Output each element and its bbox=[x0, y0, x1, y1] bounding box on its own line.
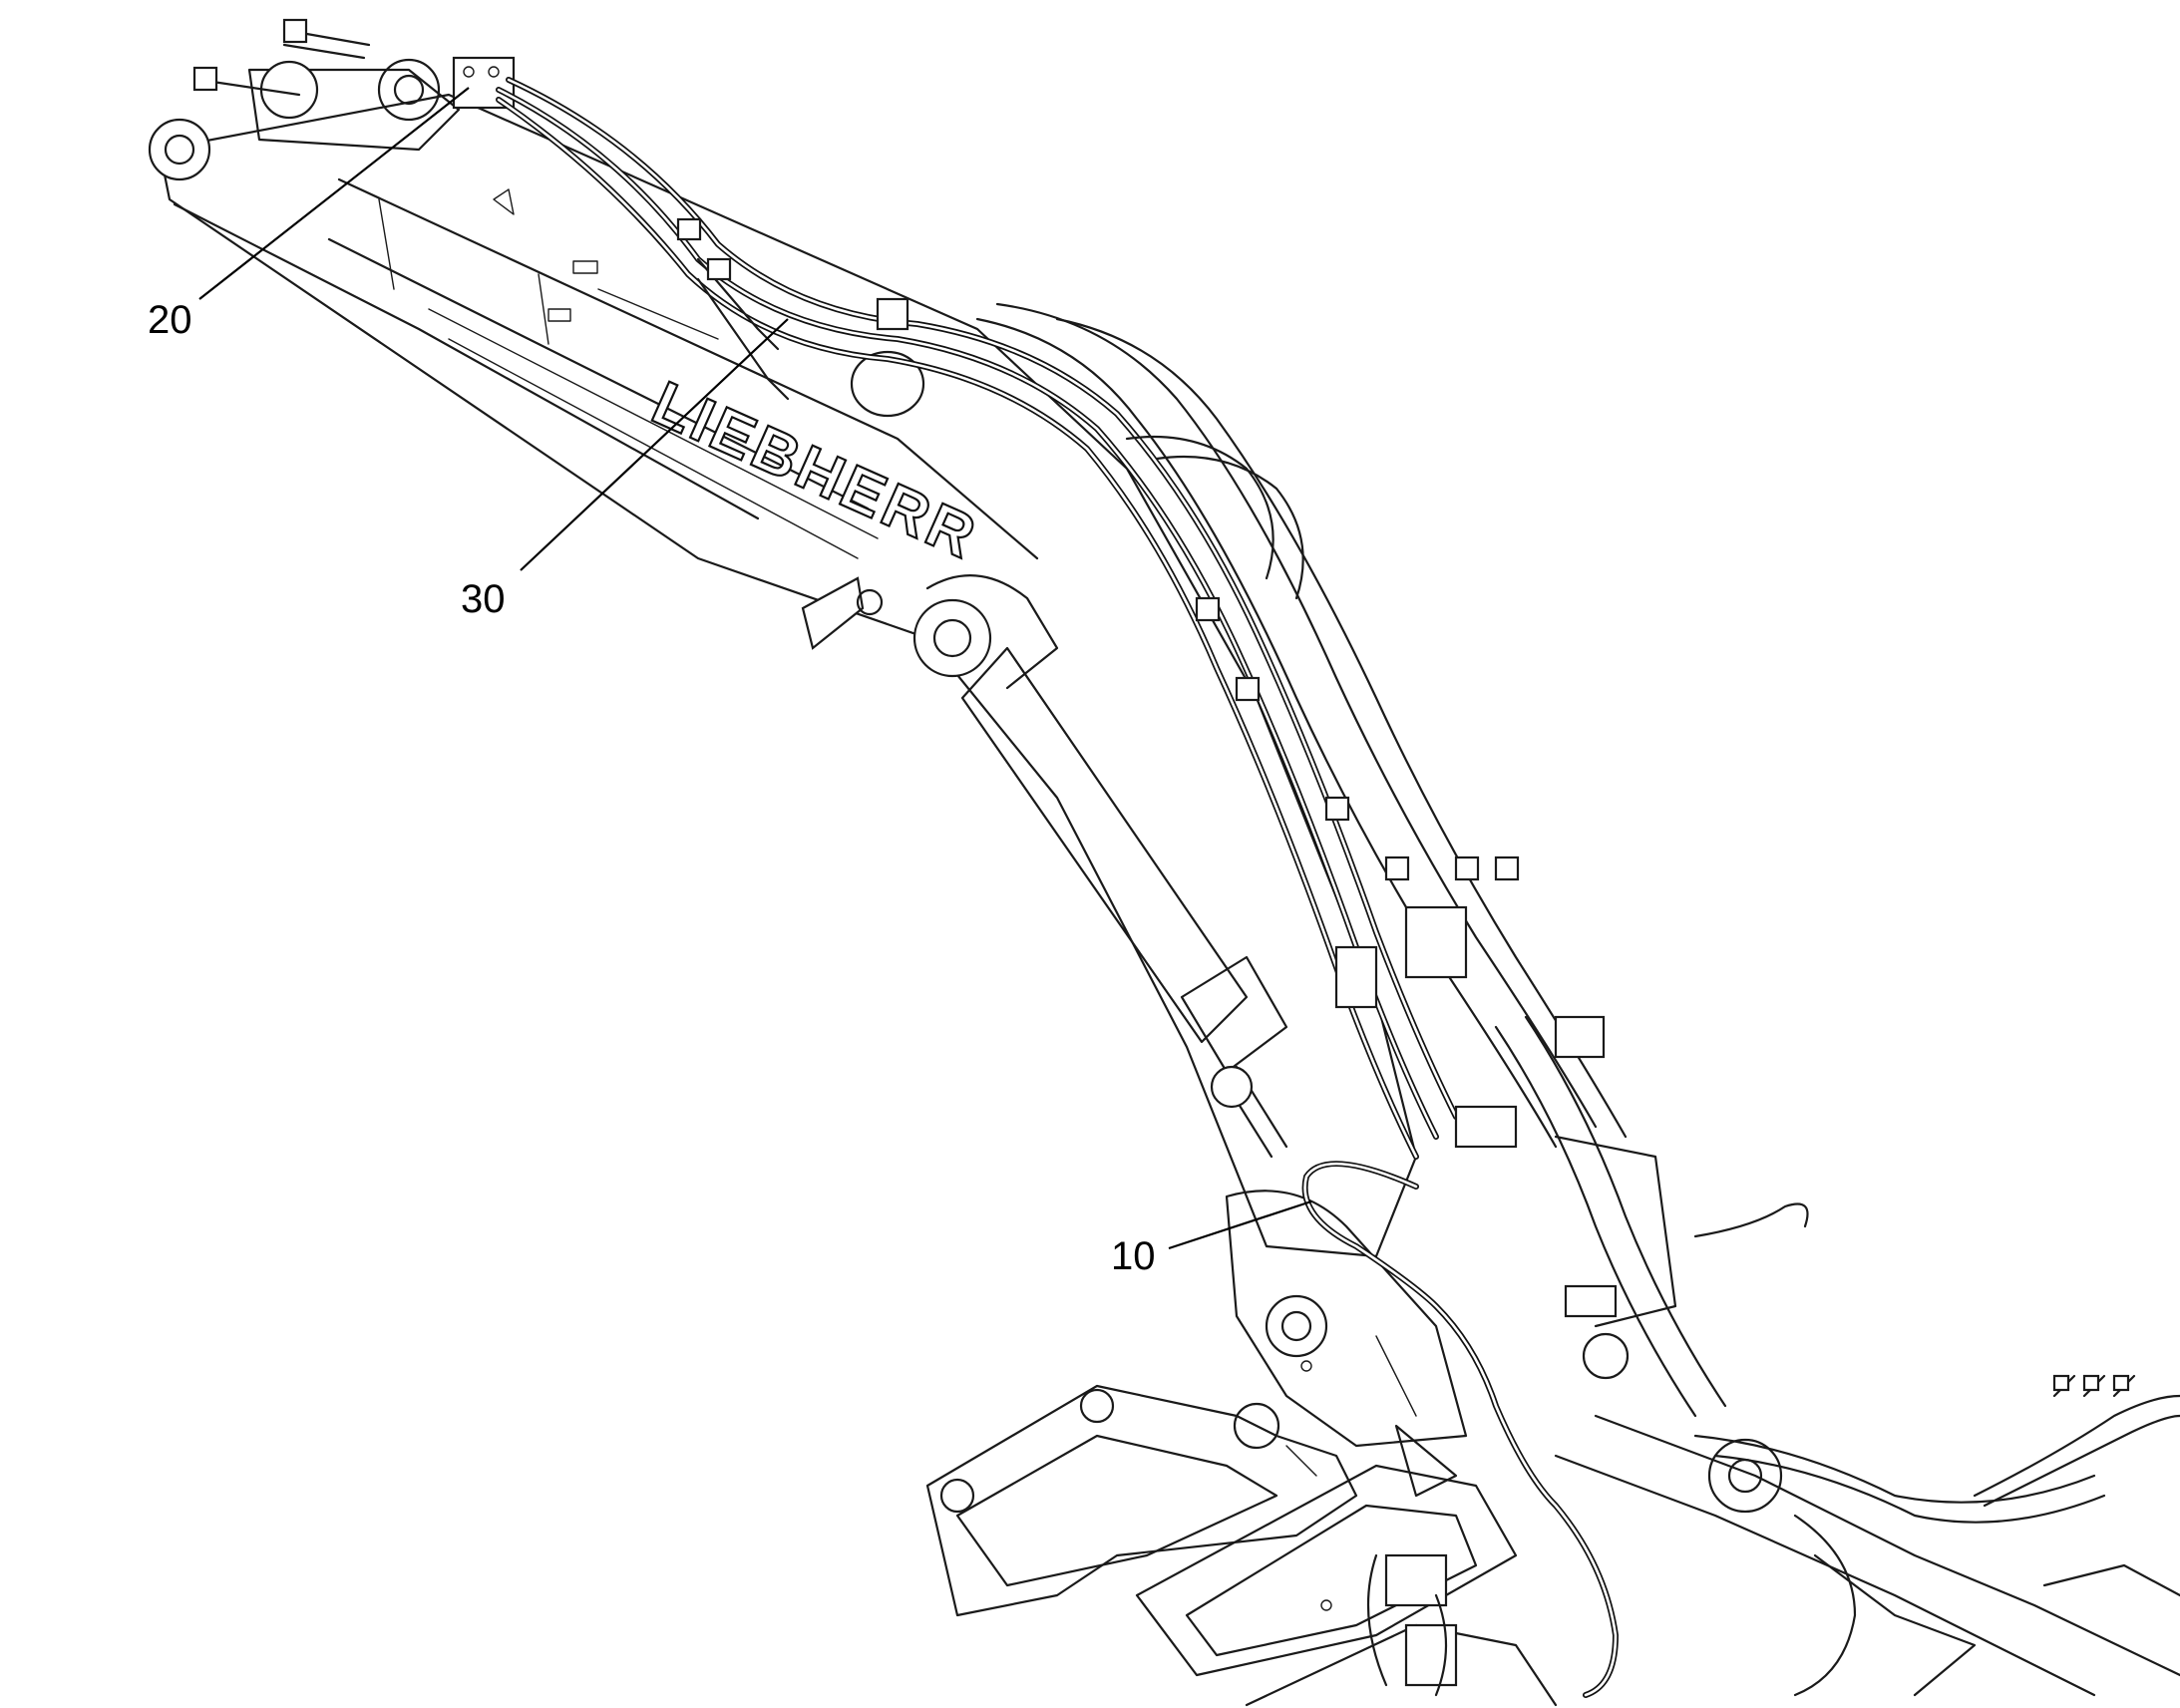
hose-bundle-frame bbox=[1693, 1374, 2180, 1697]
callout-label-10: 10 bbox=[1111, 1234, 1156, 1278]
callout-20: 20 bbox=[148, 87, 470, 342]
boom-arm bbox=[148, 18, 1418, 1258]
hydraulic-cylinder bbox=[912, 574, 1288, 1159]
hose-clamps bbox=[676, 217, 1618, 1318]
callout-label-20: 20 bbox=[148, 298, 192, 342]
callout-30: 30 bbox=[461, 318, 789, 621]
base-frame bbox=[925, 1360, 2180, 1707]
callout-10: 10 bbox=[1111, 1199, 1312, 1278]
hose-line-10 bbox=[1301, 1161, 1620, 1698]
hose-bundle-upper bbox=[496, 77, 1459, 1160]
hose-bundle-right bbox=[975, 302, 1809, 1418]
callout-label-30: 30 bbox=[461, 577, 506, 621]
